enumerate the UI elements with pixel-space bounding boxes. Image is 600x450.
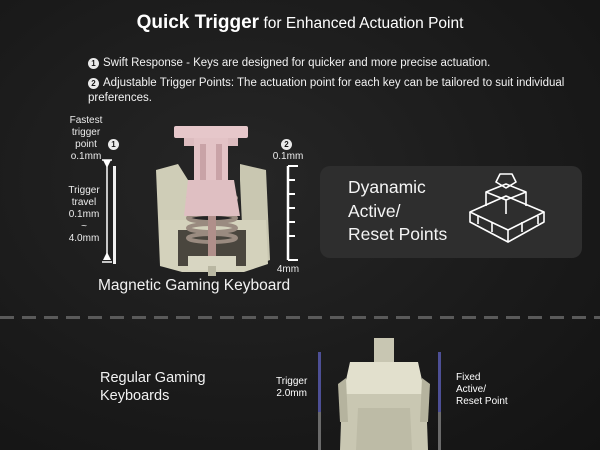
- bullet-number-2: 2: [88, 78, 99, 89]
- travel-line-1: Trigger: [68, 185, 100, 196]
- fixed-line-1: Fixed: [456, 372, 481, 383]
- marker-1: 1: [108, 139, 119, 150]
- trigger-line-2: 2.0mm: [276, 388, 307, 399]
- trigger-line-1: Trigger: [276, 376, 308, 387]
- switch-outline-icon: [469, 173, 545, 243]
- dynamic-points-text: Dyanamic Active/ Reset Points: [348, 176, 447, 247]
- bullet-text-2: Adjustable Trigger Points: The actuation…: [88, 77, 565, 104]
- fastest-line-1: Fastest: [69, 115, 103, 126]
- regular-scale-left-icon: [318, 352, 321, 450]
- section-divider: [0, 316, 600, 319]
- fixed-point-label: Fixed Active/ Reset Point: [456, 372, 508, 408]
- scale-top-label: 0.1mm: [272, 151, 304, 162]
- fastest-line-2: trigger: [71, 127, 101, 138]
- regular-trigger-label: Trigger 2.0mm: [276, 376, 307, 400]
- bullet-text-1: Swift Response - Keys are designed for q…: [103, 57, 491, 69]
- marker-2: 2: [281, 139, 292, 150]
- title-rest: for Enhanced Actuation Point: [263, 15, 464, 32]
- magnetic-switch-image: [156, 126, 270, 276]
- travel-line-3: 0.1mm: [68, 209, 100, 220]
- card-line-1: Dyanamic: [348, 177, 426, 197]
- dynamic-points-card: [320, 166, 582, 258]
- trigger-travel-label: Trigger travel 0.1mm ~ 4.0mm: [62, 185, 106, 245]
- regular-line-1: Regular Gaming: [100, 370, 206, 386]
- fastest-trigger-label: Fastest trigger point o.1mm: [64, 115, 108, 163]
- regular-switch-image: [338, 338, 430, 450]
- trigger-travel-arrow-icon: [102, 159, 116, 264]
- fastest-line-4: o.1mm: [70, 151, 102, 162]
- magnetic-caption: Magnetic Gaming Keyboard: [98, 277, 291, 294]
- travel-line-5: 4.0mm: [68, 233, 100, 244]
- scale-bottom-label: 4mm: [276, 264, 300, 275]
- regular-keyboards-label: Regular Gaming Keyboards: [100, 369, 206, 405]
- bullet-swift-response: 1 Swift Response - Keys are designed for …: [88, 56, 578, 71]
- regular-line-2: Keyboards: [100, 388, 170, 404]
- bullet-number-1: 1: [88, 58, 99, 69]
- fixed-line-2: Active/: [456, 384, 487, 395]
- card-line-2: Active/: [348, 200, 401, 221]
- card-line-3: Reset Points: [348, 224, 448, 244]
- travel-line-2: travel: [71, 197, 97, 208]
- fastest-line-3: point: [75, 139, 97, 150]
- fixed-line-3: Reset Point: [456, 396, 508, 407]
- actuation-scale-icon: [286, 165, 298, 261]
- travel-line-4: ~: [81, 221, 87, 232]
- regular-scale-right-icon: [438, 352, 441, 450]
- page-title: Quick Trigger for Enhanced Actuation Poi…: [0, 12, 600, 34]
- title-bold: Quick Trigger: [136, 12, 260, 33]
